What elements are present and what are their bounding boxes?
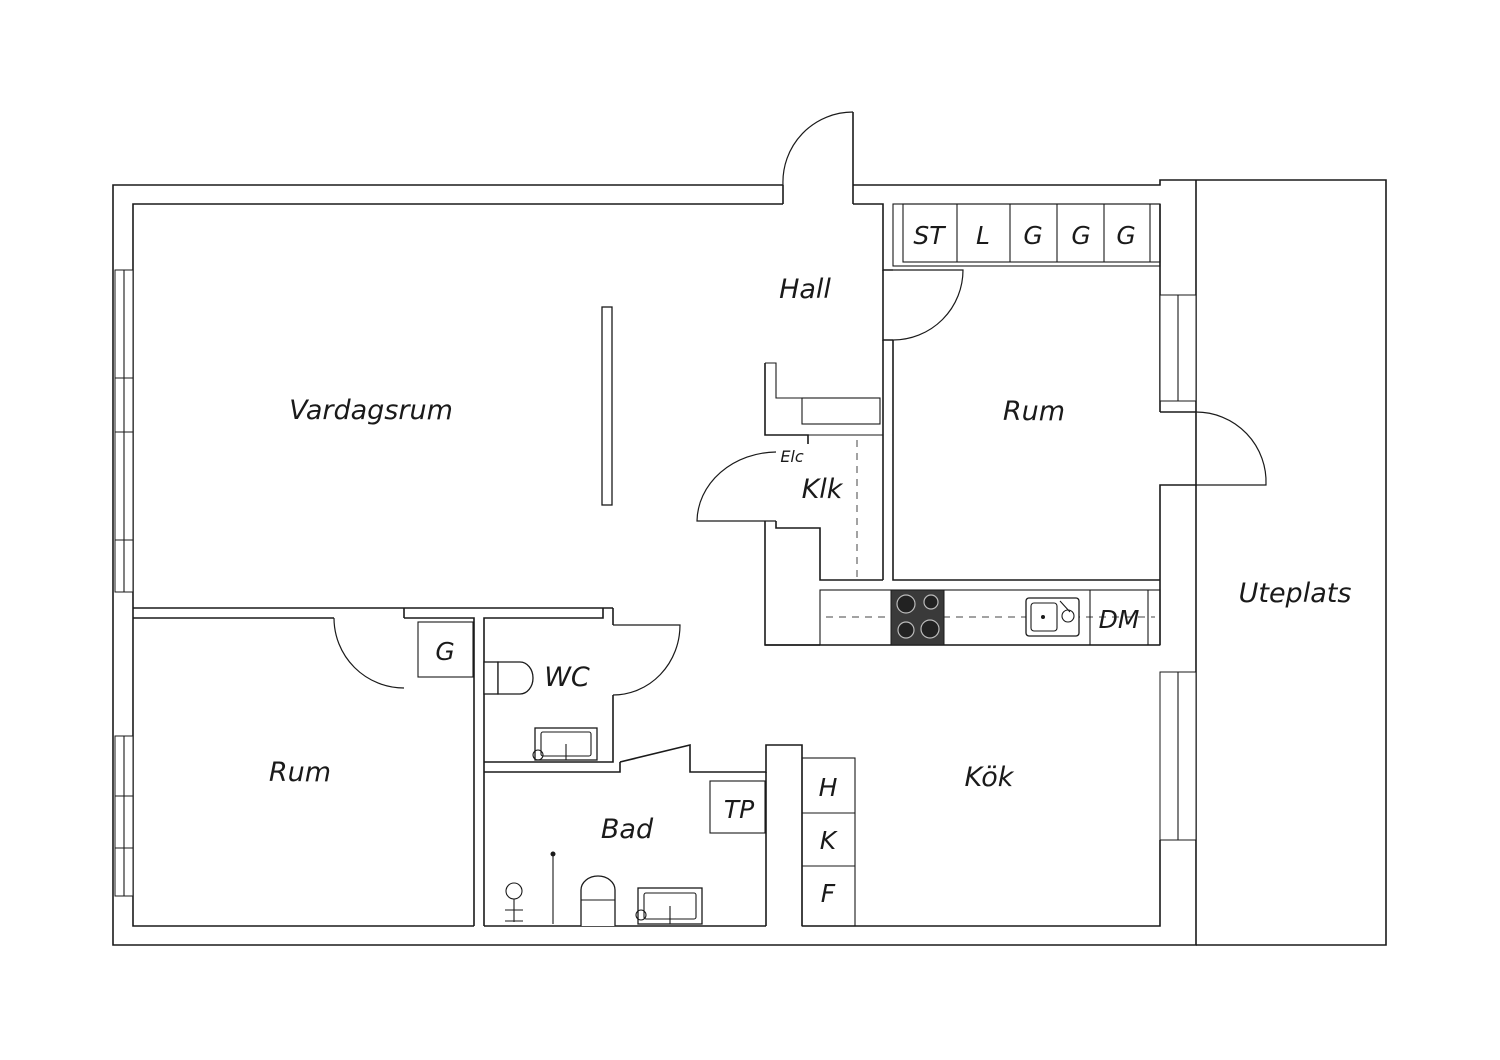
bath-toilet <box>580 875 616 926</box>
label-terrace: Uteplats <box>1239 578 1352 609</box>
label-bedroom-east: Rum <box>1003 396 1065 427</box>
kitchen-units <box>801 757 856 927</box>
label-unit-f: F <box>821 879 836 908</box>
terrace <box>1196 179 1387 946</box>
label-closet: Klk <box>802 474 844 505</box>
bath-sink <box>635 887 703 925</box>
label-living: Vardagsrum <box>289 395 453 426</box>
windows <box>114 269 1197 897</box>
label-storage-l: L <box>976 221 990 250</box>
bath-room <box>484 743 803 926</box>
wc-sink <box>532 727 598 761</box>
label-storage-st: ST <box>913 221 946 250</box>
label-wardrobe-g: G <box>435 637 454 666</box>
label-kitchen: Kök <box>965 762 1015 793</box>
wc-toilet <box>483 661 499 695</box>
label-dryer: TP <box>724 795 755 824</box>
shower <box>505 851 556 924</box>
exterior-walls <box>112 179 1197 946</box>
label-storage-g3: G <box>1116 221 1135 250</box>
wc-room <box>483 608 681 763</box>
label-wc: WC <box>544 662 590 693</box>
closet-walls <box>696 362 883 646</box>
label-storage-g2: G <box>1071 221 1090 250</box>
kitchen-counter <box>765 589 1161 646</box>
label-dishwasher: DM <box>1099 605 1140 634</box>
label-hall: Hall <box>779 274 831 305</box>
label-bedroom-west: Rum <box>269 757 331 788</box>
hall-storage <box>892 203 1161 267</box>
bedroom-east-walls <box>882 269 1267 581</box>
label-unit-k: K <box>820 826 839 855</box>
living-partition <box>601 306 613 506</box>
label-unit-h: H <box>819 773 838 802</box>
label-electric: Elc <box>780 447 804 466</box>
bedroom-west-walls <box>133 607 613 926</box>
entrance-door <box>782 111 854 204</box>
label-storage-g1: G <box>1023 221 1042 250</box>
kitchen-sink <box>1025 597 1080 637</box>
label-bath: Bad <box>601 814 654 845</box>
